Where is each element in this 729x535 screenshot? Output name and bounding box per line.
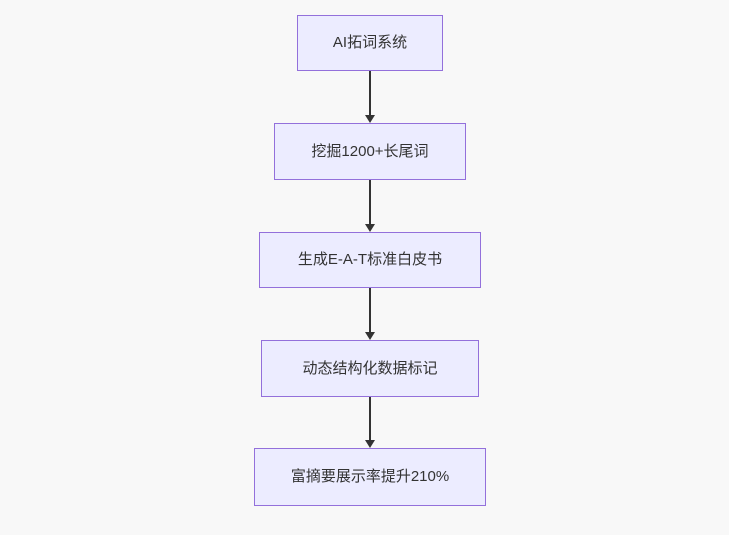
arrow-down-icon: [365, 397, 375, 448]
flow-node-mine-longtail-keywords: 挖掘1200+长尾词: [274, 123, 466, 180]
flow-node-rich-snippet-rate-increase: 富摘要展示率提升210%: [254, 448, 486, 506]
node-label: 生成E-A-T标准白皮书: [297, 251, 443, 268]
node-label: 动态结构化数据标记: [302, 359, 438, 377]
node-label: 挖掘1200+长尾词: [311, 142, 429, 160]
node-label: 富摘要展示率提升210%: [290, 468, 450, 485]
flow-node-dynamic-structured-data-markup: 动态结构化数据标记: [261, 340, 479, 397]
arrow-down-icon: [365, 71, 375, 123]
arrow-down-icon: [365, 180, 375, 232]
arrow-down-icon: [365, 288, 375, 340]
node-label: AI拓词系统: [332, 34, 408, 51]
flow-node-generate-eat-whitepaper: 生成E-A-T标准白皮书: [259, 232, 481, 288]
flow-node-ai-word-expansion-system: AI拓词系统: [297, 15, 443, 71]
